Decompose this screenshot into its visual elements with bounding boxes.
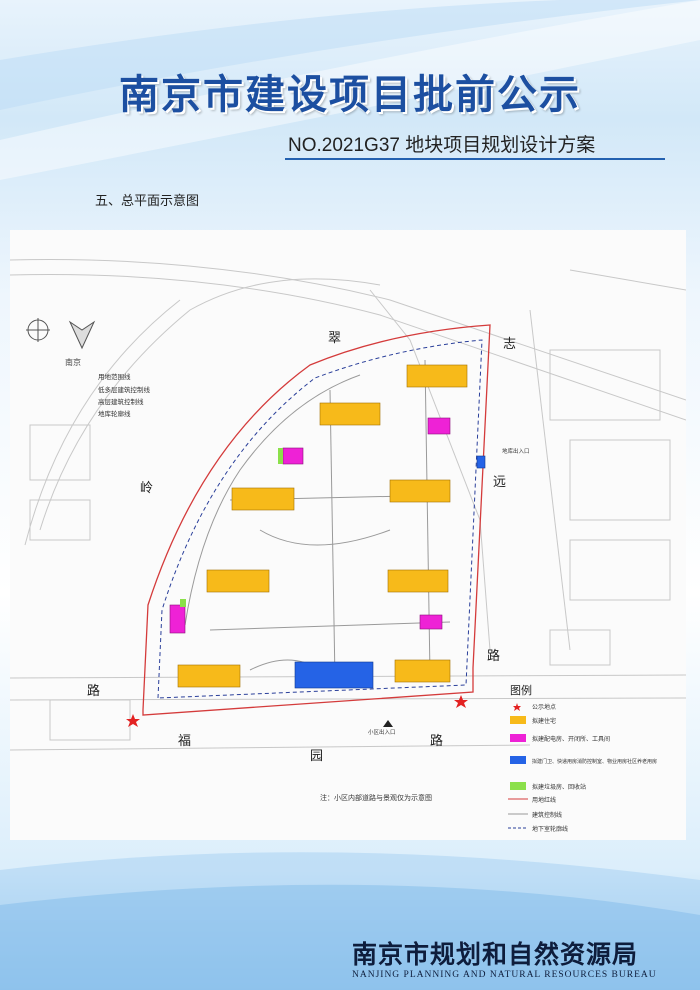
legend-title: 图例 [510, 683, 532, 697]
bureau-name-en: NANJING PLANNING AND NATURAL RESOURCES B… [352, 970, 657, 980]
page-title: 南京市建设项目批前公示 [119, 71, 581, 118]
line-legend-item: 地库轮廓线 [98, 409, 131, 418]
road-west-2: 路 [87, 683, 100, 699]
road-east-1: 远 [493, 475, 506, 490]
legend-item: 公示地点 [532, 703, 556, 711]
line-legend-item: 用地范围线 [98, 372, 131, 381]
building [389, 479, 451, 503]
color-legend: 图例 公示地点 拟建住宅 拟建配电房、开闭所、工具间 拟建门卫、快递用房消防控制… [508, 683, 657, 833]
road-south-3: 路 [430, 733, 443, 749]
entrance-label: 小区出入口 [368, 728, 396, 736]
subtitle-rule [285, 158, 665, 160]
residential-buildings [177, 364, 468, 688]
building [319, 402, 381, 426]
line-legend-item: 低多层建筑控制线 [98, 385, 151, 394]
building [177, 664, 241, 688]
road-north-1: 翠 [328, 331, 341, 346]
legend-item: 用地红线 [532, 796, 556, 804]
legend-item: 地下室轮廓线 [532, 825, 568, 833]
line-legend-item: 高层建筑控制线 [98, 397, 144, 406]
legend-item: 建筑控制线 [532, 811, 562, 819]
section-title: 五、总平面示意图 [95, 194, 200, 209]
building [206, 569, 270, 593]
internal-roads [184, 359, 451, 681]
building [406, 364, 468, 388]
road-east-2: 路 [487, 648, 500, 664]
legend-item: 拟建配电房、开闭所、工具间 [532, 735, 610, 743]
north-label: 南京 [65, 357, 81, 367]
legend-item: 拟建住宅 [532, 717, 556, 725]
notice-location-markers [126, 695, 468, 727]
road-south-1: 福 [178, 734, 191, 749]
basement-outline [157, 339, 483, 699]
refuse-station [180, 448, 283, 607]
road-west-1: 岭 [140, 481, 153, 496]
legend-item: 拟建垃圾房、回收站 [532, 783, 586, 791]
road-north-2: 志 [503, 337, 516, 352]
building [387, 569, 449, 593]
site-plan: 南京 翠 志 远 路 岭 路 福 园 路 用地范围线 低多层建筑控制线 高层建筑… [9, 230, 687, 840]
power-facilities [169, 417, 451, 634]
road-south-2: 园 [310, 749, 323, 764]
north-arrow-icon [26, 318, 96, 350]
plan-note: 注：小区内部道路与景观仅为示意图 [320, 793, 432, 802]
site-red-line [142, 324, 491, 716]
entrance-label: 地库出入口 [502, 447, 530, 455]
building [231, 487, 295, 511]
legend-item: 拟建门卫、快递用房消防控制室、物业用房社区养老用房 [532, 758, 657, 765]
building [394, 659, 451, 683]
bureau-name-cn: 南京市规划和自然资源局 [352, 940, 639, 969]
entrance-arrow-icon [383, 720, 393, 727]
page-subtitle: NO.2021G37 地块项目规划设计方案 [288, 135, 596, 156]
service-buildings [294, 455, 486, 689]
